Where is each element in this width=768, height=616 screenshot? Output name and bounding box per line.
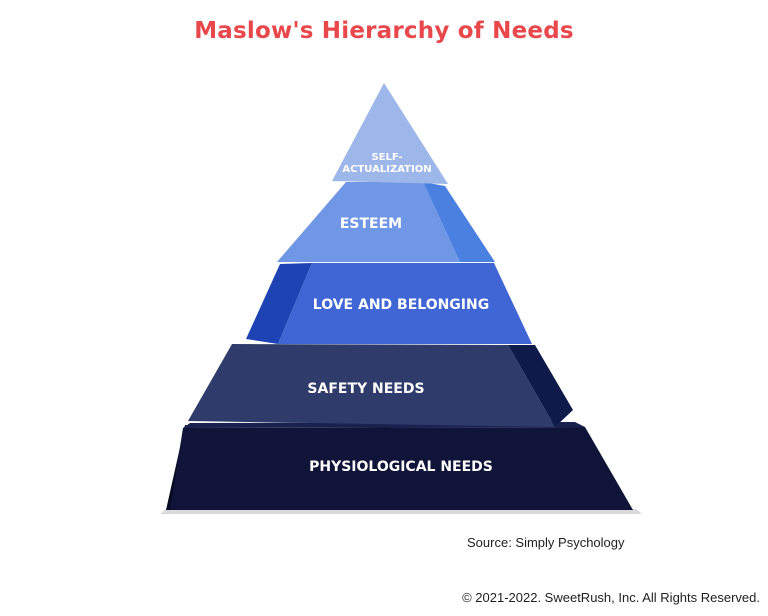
source-note: Source: Simply Psychology: [467, 535, 625, 550]
love-label: LOVE AND BELONGING: [313, 297, 489, 313]
level-esteem: ESTEEM: [277, 182, 495, 262]
self-actualization-face: [332, 83, 448, 184]
esteem-side-right: [423, 182, 495, 262]
safety-label: SAFETY NEEDS: [307, 381, 424, 397]
copyright-notice: © 2021-2022. SweetRush, Inc. All Rights …: [462, 590, 760, 605]
self-actualization-label-line2: ACTUALIZATION: [342, 164, 431, 175]
level-love: LOVE AND BELONGING: [246, 263, 532, 344]
safety-face: [188, 344, 555, 427]
physiological-face: [170, 427, 633, 510]
esteem-label: ESTEEM: [340, 216, 402, 232]
level-safety: SAFETY NEEDS: [188, 344, 573, 427]
love-face: [278, 263, 532, 344]
physiological-label: PHYSIOLOGICAL NEEDS: [309, 459, 493, 475]
level-physiological: PHYSIOLOGICAL NEEDS: [166, 422, 633, 510]
self-actualization-label-line1: SELF-: [371, 152, 402, 163]
safety-side-right: [508, 345, 573, 427]
esteem-face: [277, 182, 460, 262]
pyramid-base-shadow: [160, 509, 642, 514]
love-side-left: [246, 263, 312, 344]
diagram-title: Maslow's Hierarchy of Needs: [194, 18, 574, 44]
level-self-actualization: SELF- ACTUALIZATION: [332, 83, 448, 184]
